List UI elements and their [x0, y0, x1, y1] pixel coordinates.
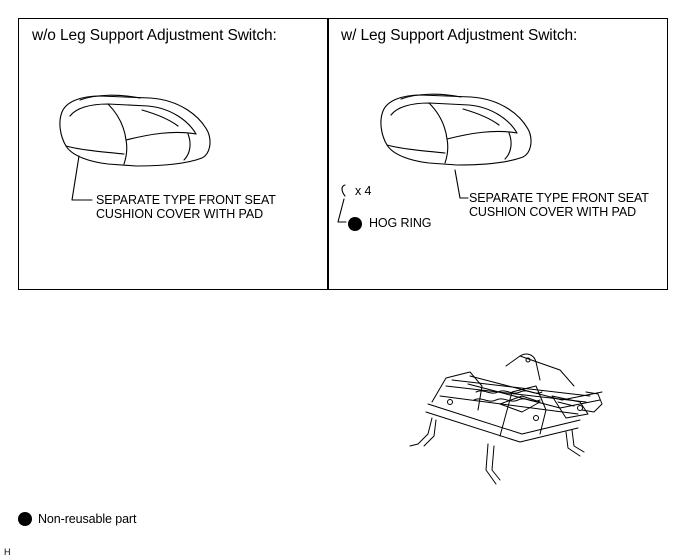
legend-label: Non-reusable part: [38, 512, 137, 526]
right-callout-line2: CUSHION COVER WITH PAD: [469, 205, 637, 219]
hog-ring-leader: [337, 198, 347, 223]
figure-code: H: [4, 547, 11, 557]
right-callout-leader: [454, 169, 469, 199]
seat-frame-illustration: [409, 353, 603, 485]
right-seat-cushion-illustration: [380, 93, 532, 166]
left-panel-heading: w/o Leg Support Adjustment Switch:: [32, 27, 277, 44]
right-callout-line1: SEPARATE TYPE FRONT SEAT: [469, 191, 649, 205]
hog-ring-quantity: x 4: [355, 184, 372, 198]
right-panel-heading: w/ Leg Support Adjustment Switch:: [341, 27, 578, 44]
hog-ring-label: HOG RING: [369, 216, 432, 230]
illustration-frame: [18, 18, 668, 290]
left-callout-leader: [71, 155, 93, 201]
left-callout-line2: CUSHION COVER WITH PAD: [96, 207, 264, 221]
non-reusable-dot-icon: [348, 217, 362, 231]
left-callout-line1: SEPARATE TYPE FRONT SEAT: [96, 193, 276, 207]
panel-divider: [327, 18, 329, 290]
black-dot-icon: [18, 512, 32, 526]
hog-ring-icon: [341, 184, 346, 197]
left-seat-cushion-illustration: [59, 94, 211, 167]
